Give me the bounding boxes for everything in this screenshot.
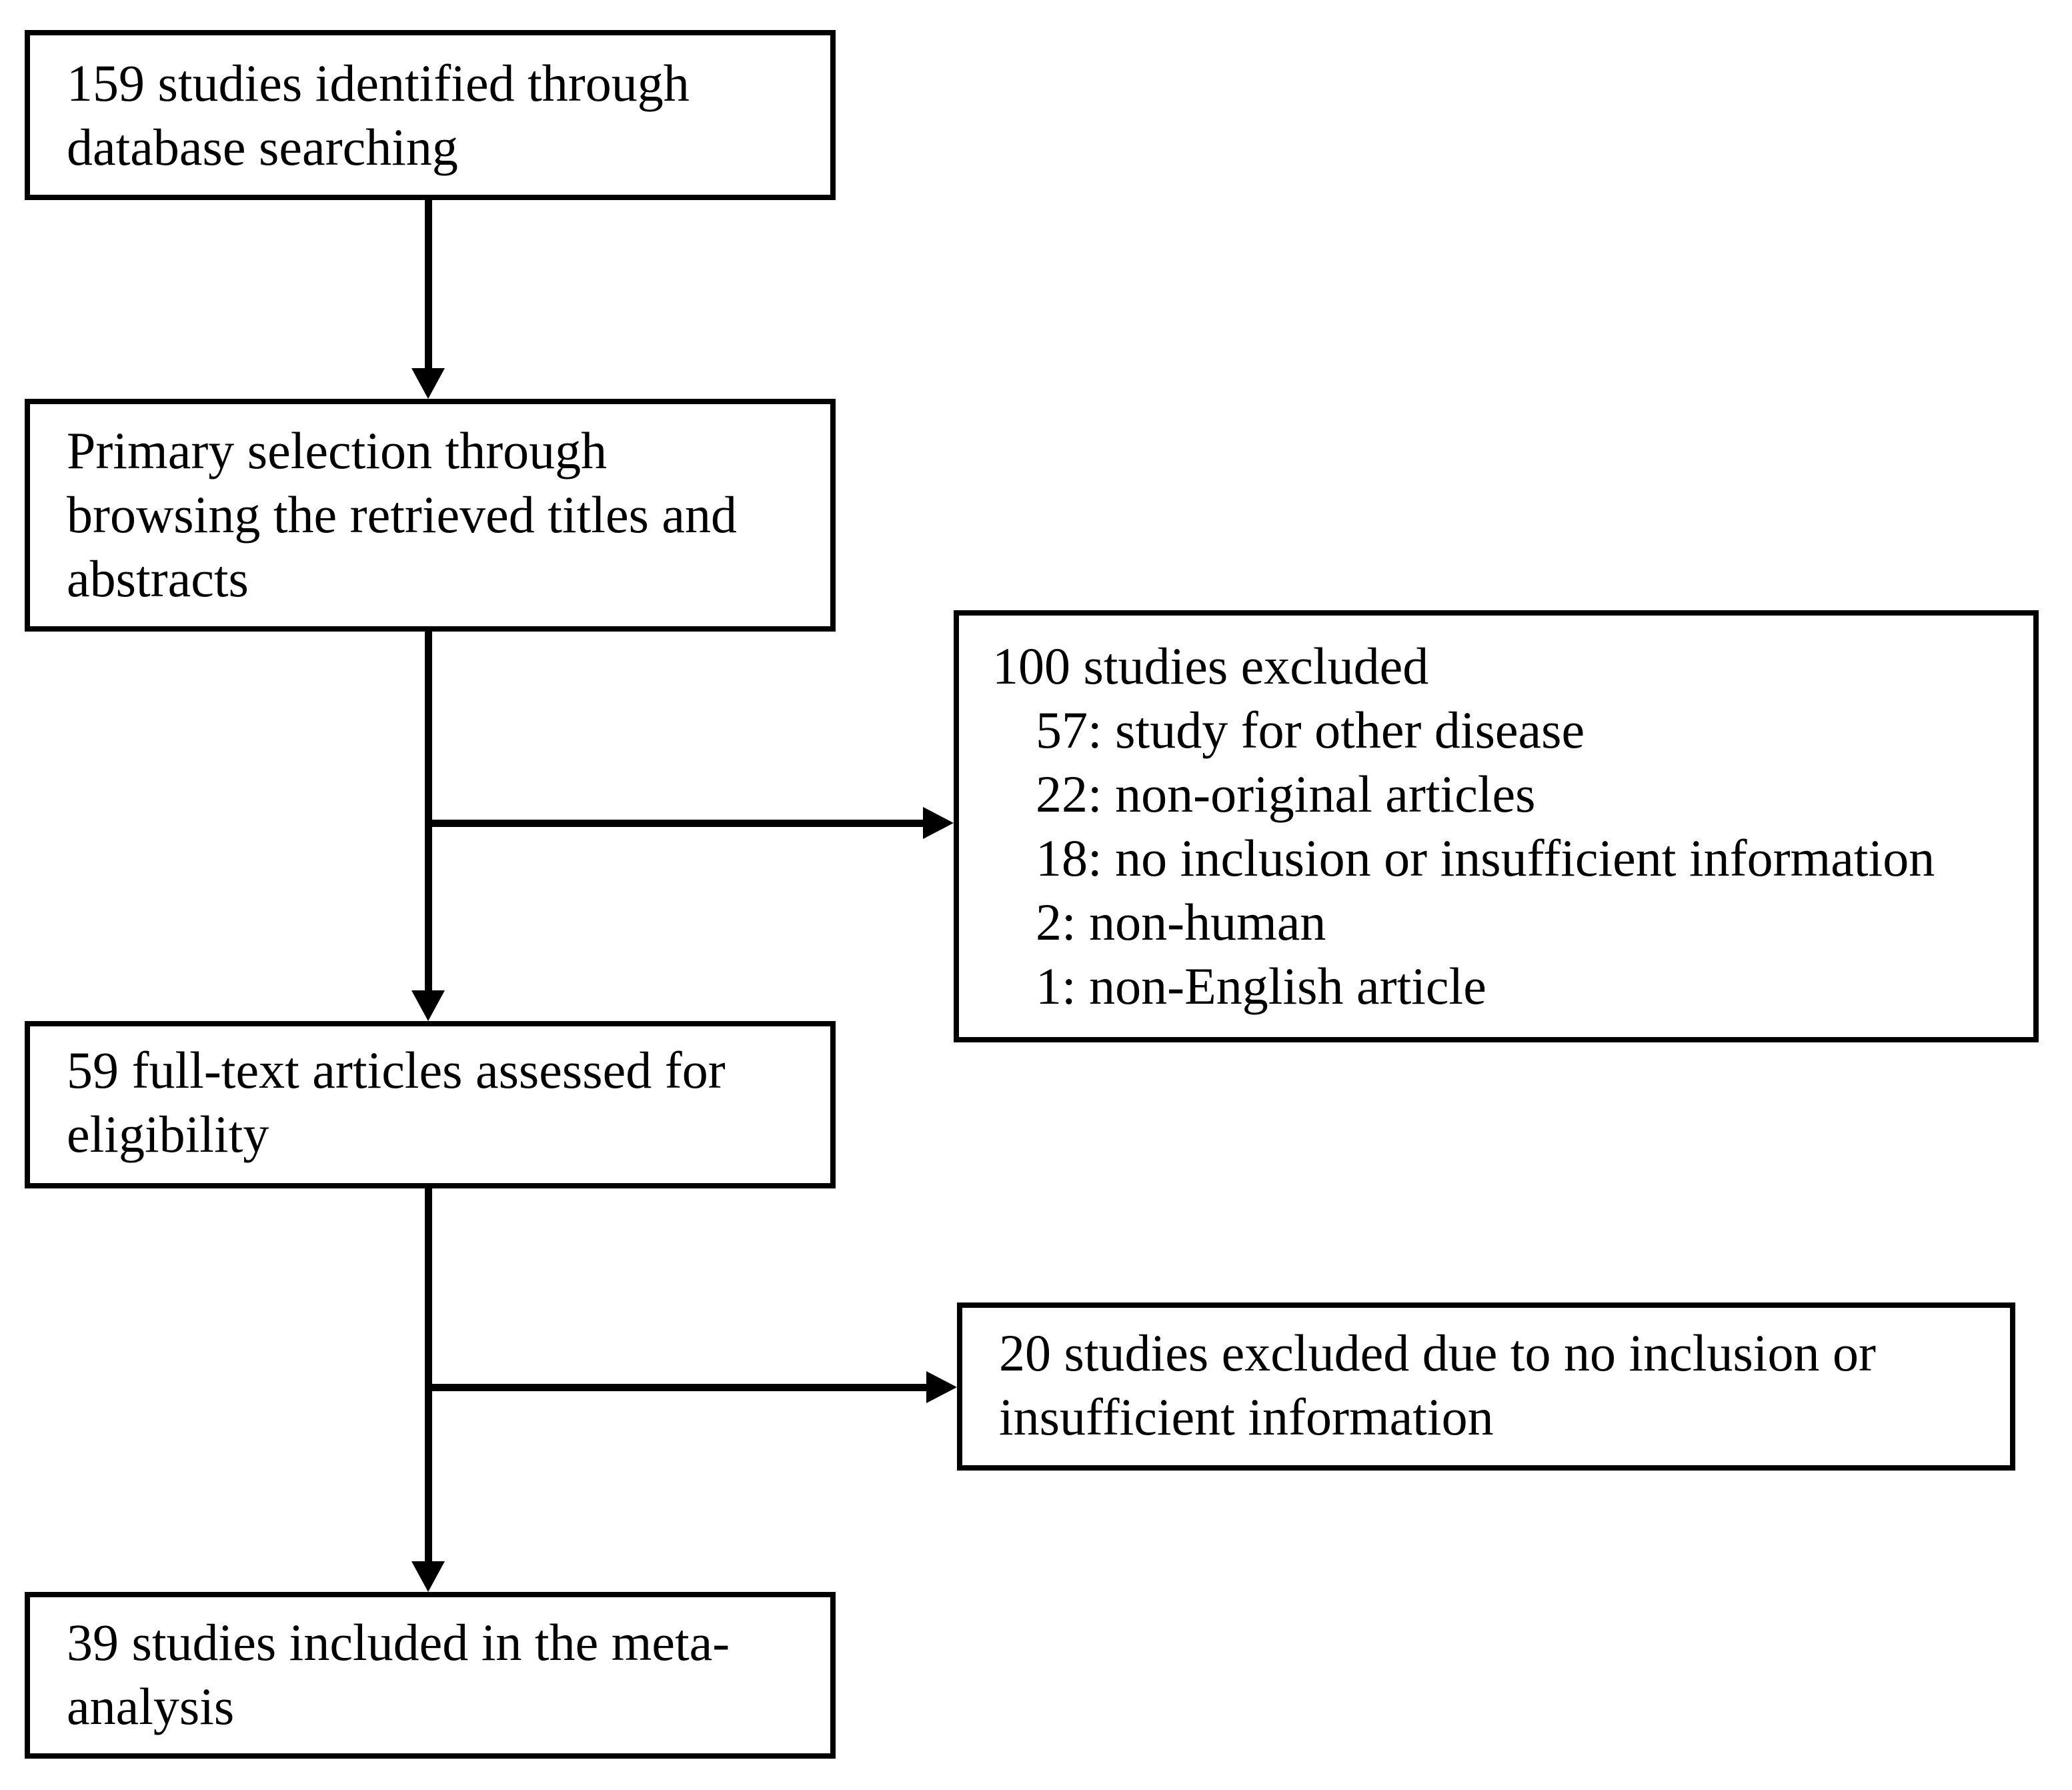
box-excluded-primary: 100 studies excluded 57: study for other… xyxy=(954,610,2039,1042)
connector-line-branch-excluded-fulltext xyxy=(427,1384,930,1391)
box-excluded-fulltext-text: 20 studies excluded due to no inclusion … xyxy=(999,1324,1876,1446)
box-fulltext-assessed-text: 59 full-text articles assessed for eligi… xyxy=(67,1041,726,1163)
box-studies-identified-text: 159 studies identified through database … xyxy=(67,54,690,176)
arrowhead-right-icon-1 xyxy=(923,807,954,839)
box-excluded-fulltext: 20 studies excluded due to no inclusion … xyxy=(957,1302,2015,1471)
excluded-primary-item: 1: non-English article xyxy=(1036,957,1486,1015)
excluded-primary-item: 57: study for other disease xyxy=(1036,701,1585,759)
arrowhead-down-icon-1 xyxy=(411,368,445,399)
box-fulltext-assessed: 59 full-text articles assessed for eligi… xyxy=(25,1021,836,1188)
box-included-meta-analysis-text: 39 studies included in the meta- analysi… xyxy=(67,1613,730,1735)
connector-line-branch-excluded-primary xyxy=(427,820,927,827)
box-primary-selection-text: Primary selection through browsing the r… xyxy=(67,421,738,608)
arrowhead-right-icon-2 xyxy=(926,1371,957,1403)
connector-line-primary-to-fulltext xyxy=(425,629,432,993)
box-primary-selection: Primary selection through browsing the r… xyxy=(25,399,836,632)
excluded-primary-item: 22: non-original articles xyxy=(1036,765,1536,823)
excluded-primary-item: 2: non-human xyxy=(1036,893,1326,951)
connector-line-fulltext-to-included xyxy=(425,1186,432,1564)
arrowhead-down-icon-3 xyxy=(411,1561,445,1592)
connector-line-identified-to-primary xyxy=(425,197,432,371)
excluded-primary-item: 18: no inclusion or insufficient informa… xyxy=(1036,829,1935,887)
box-excluded-primary-title: 100 studies excluded xyxy=(992,637,1429,695)
box-studies-identified: 159 studies identified through database … xyxy=(25,30,836,200)
arrowhead-down-icon-2 xyxy=(411,990,445,1021)
box-included-meta-analysis: 39 studies included in the meta- analysi… xyxy=(25,1592,836,1759)
